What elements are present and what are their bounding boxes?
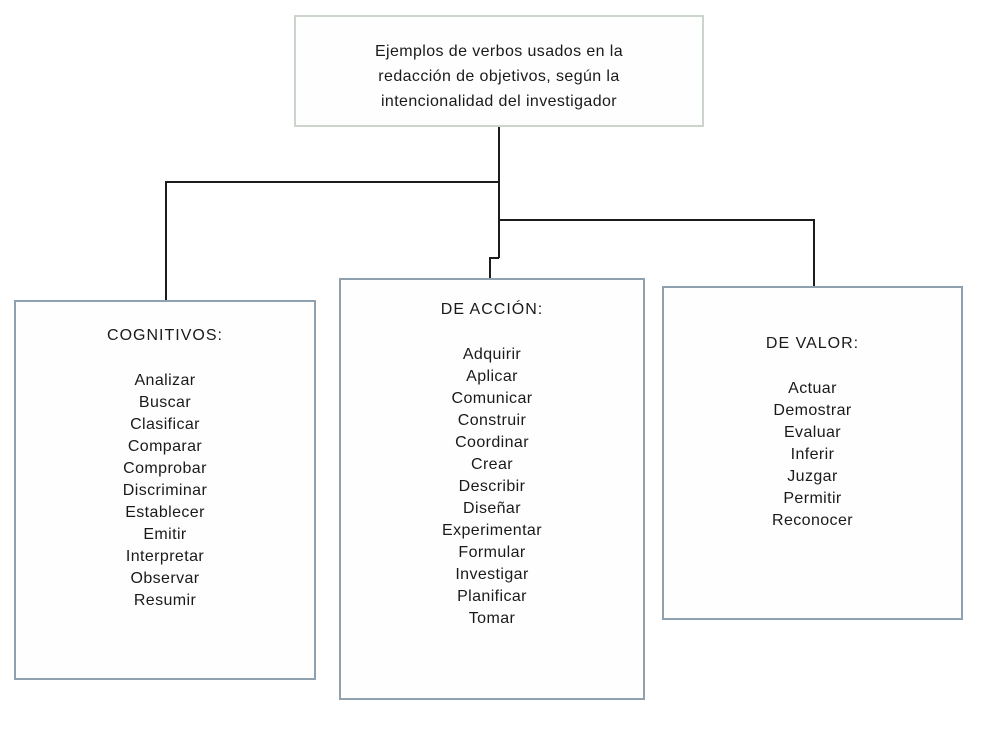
verb-item: Crear <box>470 456 513 473</box>
verb-item: Experimentar <box>442 522 542 539</box>
verb-item: Analizar <box>134 372 196 389</box>
verb-item: Formular <box>458 544 526 561</box>
branch-header-valor: DE VALOR: <box>765 335 860 352</box>
verb-item: Demostrar <box>773 402 852 419</box>
root-title-line: redacción de objetivos, según la <box>378 68 620 85</box>
connector-right-branch <box>499 219 815 286</box>
verb-item: Observar <box>130 570 200 587</box>
verb-item: Emitir <box>143 526 187 543</box>
verb-item: Aplicar <box>466 368 518 385</box>
verb-item: Clasificar <box>130 416 200 433</box>
verb-item: Investigar <box>455 566 529 583</box>
verb-item: Planificar <box>457 588 527 605</box>
verb-item: Coordinar <box>455 434 529 451</box>
verb-item: Describir <box>458 478 526 495</box>
verb-item: Tomar <box>468 610 516 627</box>
verb-item: Diseñar <box>463 500 521 517</box>
verb-item: Evaluar <box>783 424 842 441</box>
branch-header-accion: DE ACCIÓN: <box>440 301 544 318</box>
verb-item: Comparar <box>127 438 203 455</box>
verb-item: Establecer <box>125 504 205 521</box>
verb-item: Discriminar <box>122 482 208 499</box>
verb-item: Resumir <box>133 592 197 609</box>
verb-item: Reconocer <box>772 512 853 529</box>
root-title-line: intencionalidad del investigador <box>380 93 618 110</box>
root-node: Ejemplos de verbos usados en la redacció… <box>294 15 704 127</box>
verb-item: Adquirir <box>462 346 522 363</box>
verb-item: Actuar <box>788 380 837 397</box>
verb-item: Comprobar <box>123 460 207 477</box>
verb-item: Construir <box>457 412 527 429</box>
verb-item: Comunicar <box>451 390 533 407</box>
verb-item: Inferir <box>790 446 835 463</box>
verb-item: Permitir <box>783 490 842 507</box>
root-title-line: Ejemplos de verbos usados en la <box>374 43 624 60</box>
verb-item: Buscar <box>138 394 192 411</box>
branch-header-cognitivos: COGNITIVOS: <box>107 327 223 344</box>
verb-item: Interpretar <box>125 548 205 565</box>
verb-item: Juzgar <box>787 468 838 485</box>
connector-middle-branch <box>489 257 499 278</box>
